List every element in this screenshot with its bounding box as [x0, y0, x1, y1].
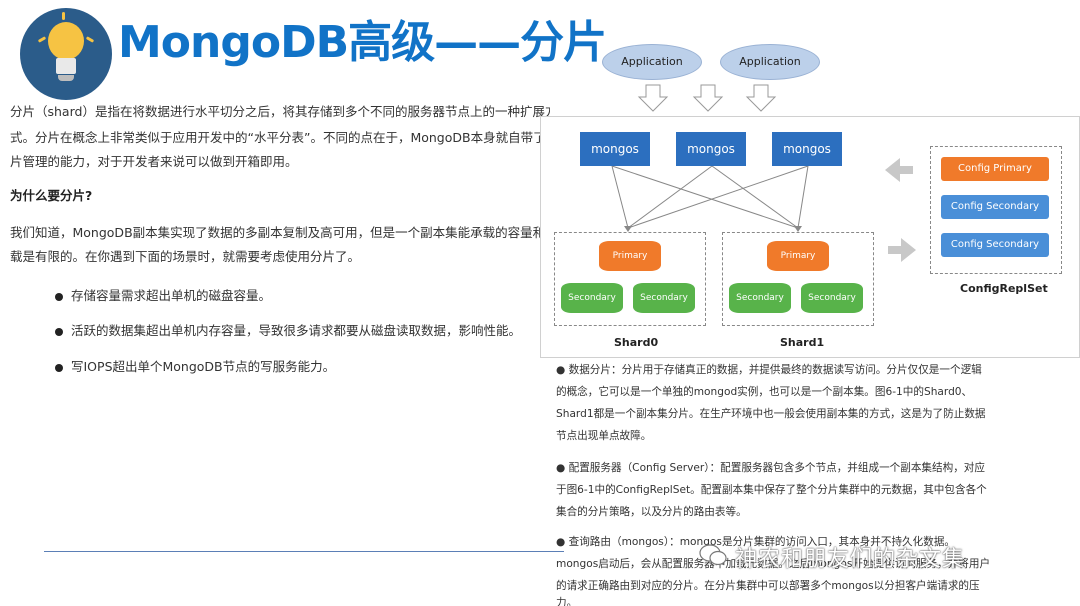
config-secondary: Config Secondary — [941, 195, 1049, 219]
bullet-dot-icon — [55, 292, 63, 301]
intro-line-1: 分片（shard）是指在将数据进行水平切分之后，将其存储到多个不同的服务器节点上… — [10, 104, 550, 119]
shard0-primary: Primary — [599, 241, 661, 271]
bullet-text: 存储容量需求超出单机的磁盘容量。 — [71, 288, 272, 303]
down-arrows-icon — [637, 84, 777, 112]
shard0-box: Primary Secondary Secondary — [554, 232, 706, 326]
bullet-dot-icon — [55, 363, 63, 372]
shard0-label: Shard0 — [614, 336, 659, 349]
bullet-item: 存储容量需求超出单机的磁盘容量。 — [55, 285, 271, 304]
bullet-text: 活跃的数据集超出单机内存容量，导致很多请求都要从磁盘读取数据，影响性能。 — [71, 323, 522, 338]
bullet-dot-icon — [55, 327, 63, 336]
right-text-line: mongos启动后，会从配置服务器中加载元数据。之后mongos开始提供访问服务… — [556, 558, 991, 570]
shard0-secondary: Secondary — [561, 283, 623, 313]
intro-line-2: 式。分片在概念上非常类似于应用开发中的“水平分表”。不同的点在于，MongoDB… — [10, 130, 550, 145]
config-secondary: Config Secondary — [941, 233, 1049, 257]
why-line-1: 我们知道，MongoDB副本集实现了数据的多副本复制及高可用，但是一个副本集能承… — [10, 225, 550, 240]
mongos-router: mongos — [772, 132, 842, 166]
page-title: MongoDB高级——分片 — [118, 17, 607, 68]
right-text-line: Shard1都是一个副本集分片。在生产环境中也一般会使用副本集的方式，这是为了防… — [556, 408, 986, 420]
shard0-secondary: Secondary — [633, 283, 695, 313]
config-replset-box: Config Primary Config Secondary Config S… — [930, 146, 1062, 274]
config-replset-label: ConfigReplSet — [960, 282, 1048, 295]
right-text-line: ● 查询路由（mongos）：mongos是分片集群的访问入口，其本身并不持久化… — [556, 536, 956, 548]
right-text-line: ● 配置服务器（Config Server）：配置服务器包含多个节点，并组成一个… — [556, 462, 985, 474]
right-text-line: 于图6-1中的ConfigReplSet。配置副本集中保存了整个分片集群中的元数… — [556, 484, 987, 496]
right-text-line: 的请求正确路由到对应的分片。在分片集群中可以部署多个mongos以分担客户端请求… — [556, 580, 980, 592]
wechat-icon — [699, 544, 727, 566]
shard1-secondary: Secondary — [729, 283, 791, 313]
right-text-line: 的概念，它可以是一个单独的mongod实例，也可以是一个副本集。图6-1中的Sh… — [556, 386, 973, 398]
divider-line — [44, 551, 564, 552]
right-text-line: 力。 — [556, 597, 578, 606]
config-primary: Config Primary — [941, 157, 1049, 181]
bullet-text: 写IOPS超出单个MongoDB节点的写服务能力。 — [71, 359, 336, 374]
mongos-router: mongos — [676, 132, 746, 166]
application-node: Application — [602, 44, 702, 80]
right-text-line: 集合的分片策略，以及分片的路由表等。 — [556, 506, 747, 518]
intro-line-3: 片管理的能力，对于开发者来说可以做到开箱即用。 — [10, 154, 298, 169]
bullet-item: 写IOPS超出单个MongoDB节点的写服务能力。 — [55, 356, 335, 375]
why-heading: 为什么要分片? — [10, 188, 93, 203]
right-text-line: ● 数据分片：分片用于存储真正的数据，并提供最终的数据读写访问。分片仅仅是一个逻… — [556, 364, 982, 376]
watermark-text: 神农和朋友们的杂文集 — [735, 547, 966, 572]
application-node: Application — [720, 44, 820, 80]
right-text-line: 节点出现单点故障。 — [556, 430, 652, 442]
shard1-box: Primary Secondary Secondary — [722, 232, 874, 326]
shard1-label: Shard1 — [780, 336, 825, 349]
why-line-2: 载是有限的。在你遇到下面的场景时，就需要考虑使用分片了。 — [10, 249, 361, 264]
shard1-secondary: Secondary — [801, 283, 863, 313]
bullet-item: 活跃的数据集超出单机内存容量，导致很多请求都要从磁盘读取数据，影响性能。 — [55, 320, 521, 339]
shard1-primary: Primary — [767, 241, 829, 271]
sharding-architecture-diagram: Application Application mongos mongos mo… — [540, 40, 1080, 358]
lightbulb-logo-icon — [20, 8, 112, 100]
mongos-router: mongos — [580, 132, 650, 166]
connection-lines — [611, 158, 916, 262]
